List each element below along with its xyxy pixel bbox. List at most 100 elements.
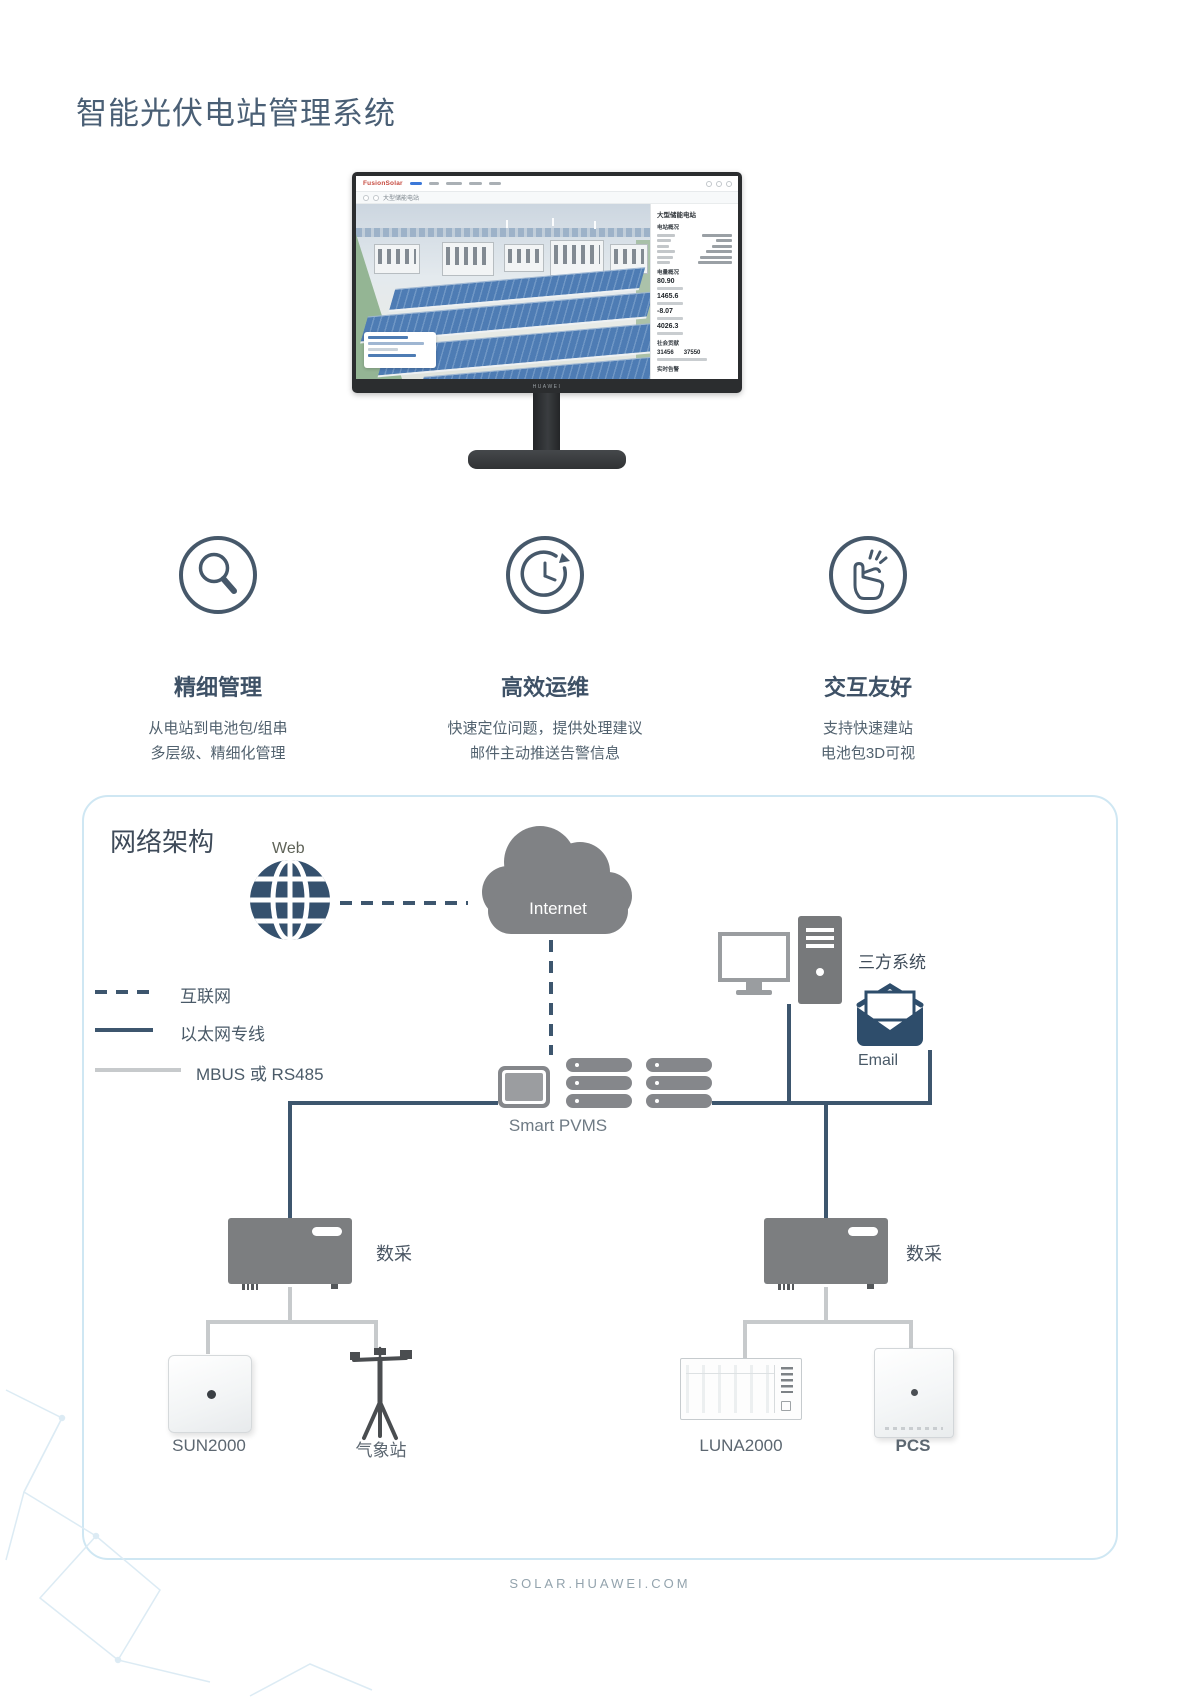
collector-left-label: 数采: [376, 1244, 412, 1264]
social-value: 31456: [657, 350, 674, 356]
wind-turbine: [552, 218, 554, 226]
tap-icon: [828, 535, 908, 615]
stat-row: [657, 250, 732, 253]
collector-left-drop-line: [288, 1101, 292, 1218]
network-architecture-box: [82, 795, 1118, 1560]
monitor-stand-neck: [533, 393, 560, 452]
data-collector-right: [764, 1218, 888, 1290]
stat-row: [657, 261, 732, 264]
mbus-line: [206, 1320, 378, 1324]
monitor-stand-base: [468, 450, 626, 469]
distant-pv-band: [356, 228, 650, 237]
feature-title: 精细管理: [173, 675, 262, 700]
sun2000-inverter-icon: [168, 1355, 252, 1433]
dashboard-nav-item: [409, 182, 422, 185]
container-building: [442, 242, 494, 276]
collector-right-label: 数采: [906, 1244, 942, 1264]
efficiency-icon: [505, 535, 585, 615]
breadcrumb-text: 大型储能电站: [383, 196, 420, 202]
pcs-icon: [874, 1348, 954, 1438]
data-collector-left: [228, 1218, 352, 1290]
luna2000-label: LUNA2000: [699, 1436, 783, 1455]
plant-3d-scene: [356, 204, 650, 379]
back-arrow-icon: [363, 194, 369, 201]
dashboard-topbar: FusionSolar: [356, 176, 738, 192]
container-building: [374, 244, 420, 274]
feature-title: 高效运维: [500, 675, 589, 700]
social-value: 37550: [683, 350, 701, 356]
page-title: 智能光伏电站管理系统: [76, 96, 396, 131]
web-label: Web: [272, 840, 305, 857]
collector-right-drop-line: [824, 1101, 828, 1218]
ethernet-bus-right: [712, 1101, 932, 1105]
weather-station-label: 气象站: [355, 1441, 407, 1460]
footer-url: SOLAR.HUAWEI.COM: [509, 1576, 691, 1591]
dashboard-nav-item: [488, 182, 501, 185]
metric-value: 80.90: [657, 278, 675, 285]
bell-icon: [716, 180, 722, 187]
dashboard-breadcrumb: 大型储能电站: [356, 192, 738, 204]
wind-turbine: [506, 220, 508, 228]
mbus-line: [206, 1320, 210, 1354]
legend-gray-swatch: [95, 1068, 181, 1072]
section-social: 社会贡献: [657, 341, 680, 347]
weather-station-icon: [342, 1346, 418, 1447]
forward-arrow-icon: [373, 194, 379, 201]
feature-description: 从电站到电池包/组串 多层级、精细化管理: [68, 716, 368, 766]
dashboard-nav-item: [445, 182, 462, 185]
feature-desc-line: 从电站到电池包/组串: [148, 720, 288, 737]
email-icon: [852, 983, 928, 1054]
sun2000-label: SUN2000: [172, 1436, 246, 1455]
section-alarm: 实时告警: [657, 367, 680, 373]
legend-dashed-swatch: [95, 990, 149, 994]
section-overview: 电站概况: [657, 225, 680, 231]
ethernet-bus-left: [288, 1101, 498, 1105]
legend-label: 互联网: [180, 987, 231, 1006]
decorative-lines: [5, 1389, 373, 1697]
server-stack-icon: [566, 1058, 632, 1108]
dashboard-stats-panel: 大型储能电站 电站概况 电量概况 80.90 1465.6 -8.07 4026…: [650, 204, 738, 379]
globe-icon: [248, 858, 332, 947]
user-icon: [726, 180, 732, 187]
dashboard-nav-item: [468, 182, 482, 185]
dashboard-topbar-icons: [706, 180, 732, 187]
internet-dashed-link: [340, 901, 468, 905]
stat-row: [657, 233, 732, 237]
legend-solid-swatch: [95, 1028, 153, 1032]
metric-value: 1465.6: [657, 293, 679, 300]
feature-desc-line: 支持快速建站: [822, 720, 913, 737]
dashboard-nav-item: [428, 182, 439, 185]
mbus-line: [288, 1287, 292, 1322]
minimap-card: [364, 332, 436, 368]
stats-title: 大型储能电站: [657, 212, 696, 219]
metric-value: -8.07: [657, 308, 673, 315]
wind-turbine: [594, 221, 596, 229]
stat-row: [657, 239, 732, 242]
legend-label: MBUS 或 RS485: [196, 1065, 324, 1084]
feature-desc-line: 多层级、精细化管理: [150, 745, 286, 762]
stat-row: [657, 244, 732, 248]
mbus-line: [909, 1320, 913, 1348]
magnifier-icon: [178, 535, 258, 615]
feature-desc-line: 快速定位问题，提供处理建议: [447, 720, 643, 737]
pcs-label: PCS: [895, 1436, 931, 1455]
smart-pvms-label: Smart PVMS: [508, 1116, 608, 1135]
computer-tower-icon: [798, 916, 842, 1004]
internet-label: Internet: [529, 899, 587, 918]
server-stack-icon: [646, 1058, 712, 1108]
monitor-brand-label: HUAWEI: [532, 383, 562, 390]
internet-cloud-icon: Internet: [462, 796, 634, 943]
mbus-line: [743, 1320, 747, 1358]
search-icon: [706, 180, 712, 187]
network-architecture-title: 网络架构: [110, 827, 215, 857]
luna2000-battery-icon: [680, 1358, 802, 1420]
section-energy: 电量概况: [657, 270, 680, 276]
feature-description: 支持快速建站 电池包3D可视: [718, 716, 1018, 766]
mbus-line: [743, 1320, 913, 1324]
alarm-mini-chart: [657, 375, 732, 379]
email-label: Email: [858, 1052, 899, 1069]
container-building: [550, 240, 604, 276]
monitor-screen: FusionSolar 大型储能电站: [356, 176, 738, 379]
fusionsolar-logo: FusionSolar: [363, 180, 403, 187]
